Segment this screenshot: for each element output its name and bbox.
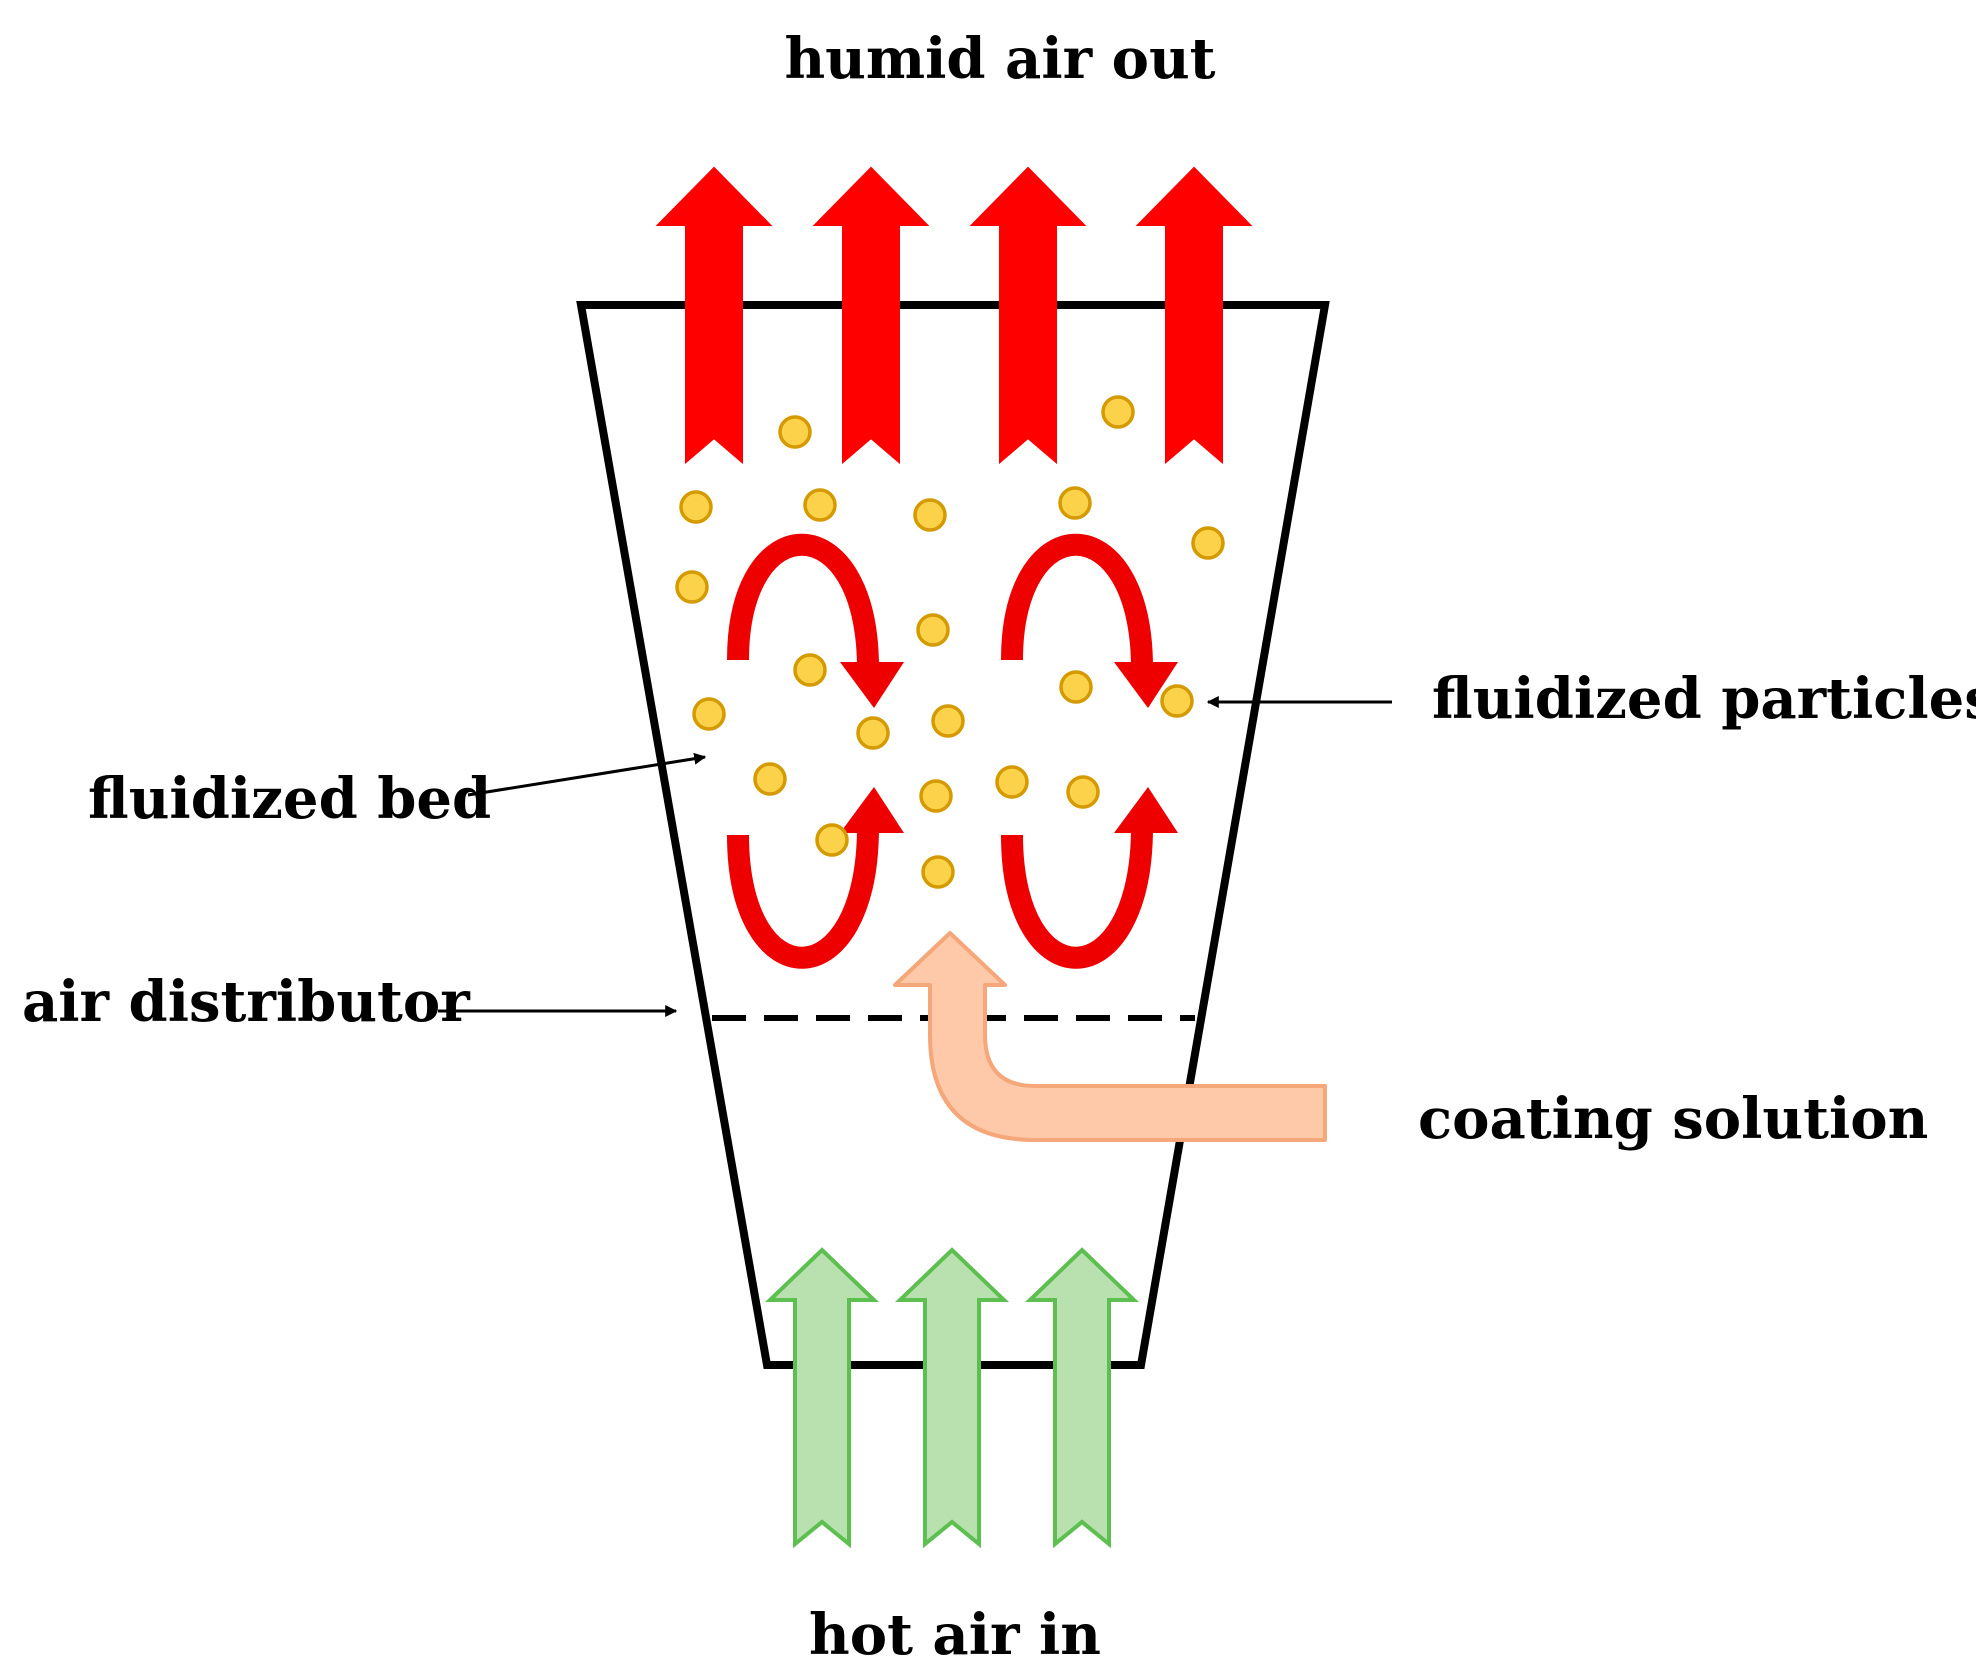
particle-9 xyxy=(916,613,950,647)
particle-21 xyxy=(921,855,955,889)
humid-air-arrow-2 xyxy=(812,166,930,465)
hot-air-arrow-2 xyxy=(895,1247,1009,1549)
particle-7 xyxy=(1191,526,1225,560)
circulation-loops xyxy=(727,533,1178,969)
particle-18 xyxy=(995,765,1029,799)
fluidized-bed-pointer xyxy=(467,752,707,797)
label-fluidized-bed: fluidized bed xyxy=(88,766,491,832)
hot-air-in-arrows xyxy=(765,1247,1139,1549)
loop-top-left-head xyxy=(840,662,904,708)
label-fluidized-particles: fluidized particles xyxy=(1432,666,1976,732)
hot-air-arrow-1 xyxy=(765,1247,879,1549)
loop-top-left-band xyxy=(727,533,879,669)
humid-air-arrow-3 xyxy=(969,166,1087,465)
particle-2 xyxy=(1101,395,1135,429)
label-humid-air-out: humid air out xyxy=(784,26,1215,92)
particle-12 xyxy=(1160,684,1194,718)
fluidized-particles-group xyxy=(675,395,1225,889)
loop-bottom-right-band xyxy=(1001,826,1153,969)
humid-air-arrow-1 xyxy=(655,166,773,465)
label-hot-air-in: hot air in xyxy=(809,1602,1101,1668)
label-coating-solution: coating solution xyxy=(1418,1086,1928,1152)
particle-10 xyxy=(793,653,827,687)
particle-11 xyxy=(1059,670,1093,704)
humid-air-out-arrows xyxy=(655,166,1253,465)
loop-top-right-band xyxy=(1001,533,1153,669)
particle-17 xyxy=(919,779,953,813)
particle-5 xyxy=(913,498,947,532)
particle-6 xyxy=(1058,486,1092,520)
particle-13 xyxy=(692,697,726,731)
particle-15 xyxy=(931,704,965,738)
loop-bottom-right-head xyxy=(1114,787,1178,833)
coating-solution-arrow xyxy=(893,931,1327,1142)
hot-air-arrow-3 xyxy=(1025,1247,1139,1549)
particle-19 xyxy=(1066,775,1100,809)
loop-top-right-head xyxy=(1114,662,1178,708)
loop-bottom-left-head xyxy=(840,787,904,833)
loop-bottom-left-band xyxy=(727,826,879,969)
particle-14 xyxy=(856,716,890,750)
particle-16 xyxy=(753,762,787,796)
label-air-distributor: air distributor xyxy=(22,969,471,1035)
particle-3 xyxy=(679,490,713,524)
humid-air-arrow-4 xyxy=(1135,166,1253,465)
vessel-outline xyxy=(576,301,1330,1369)
particle-1 xyxy=(778,415,812,449)
particle-20 xyxy=(815,823,849,857)
particle-8 xyxy=(675,570,709,604)
particle-4 xyxy=(803,488,837,522)
